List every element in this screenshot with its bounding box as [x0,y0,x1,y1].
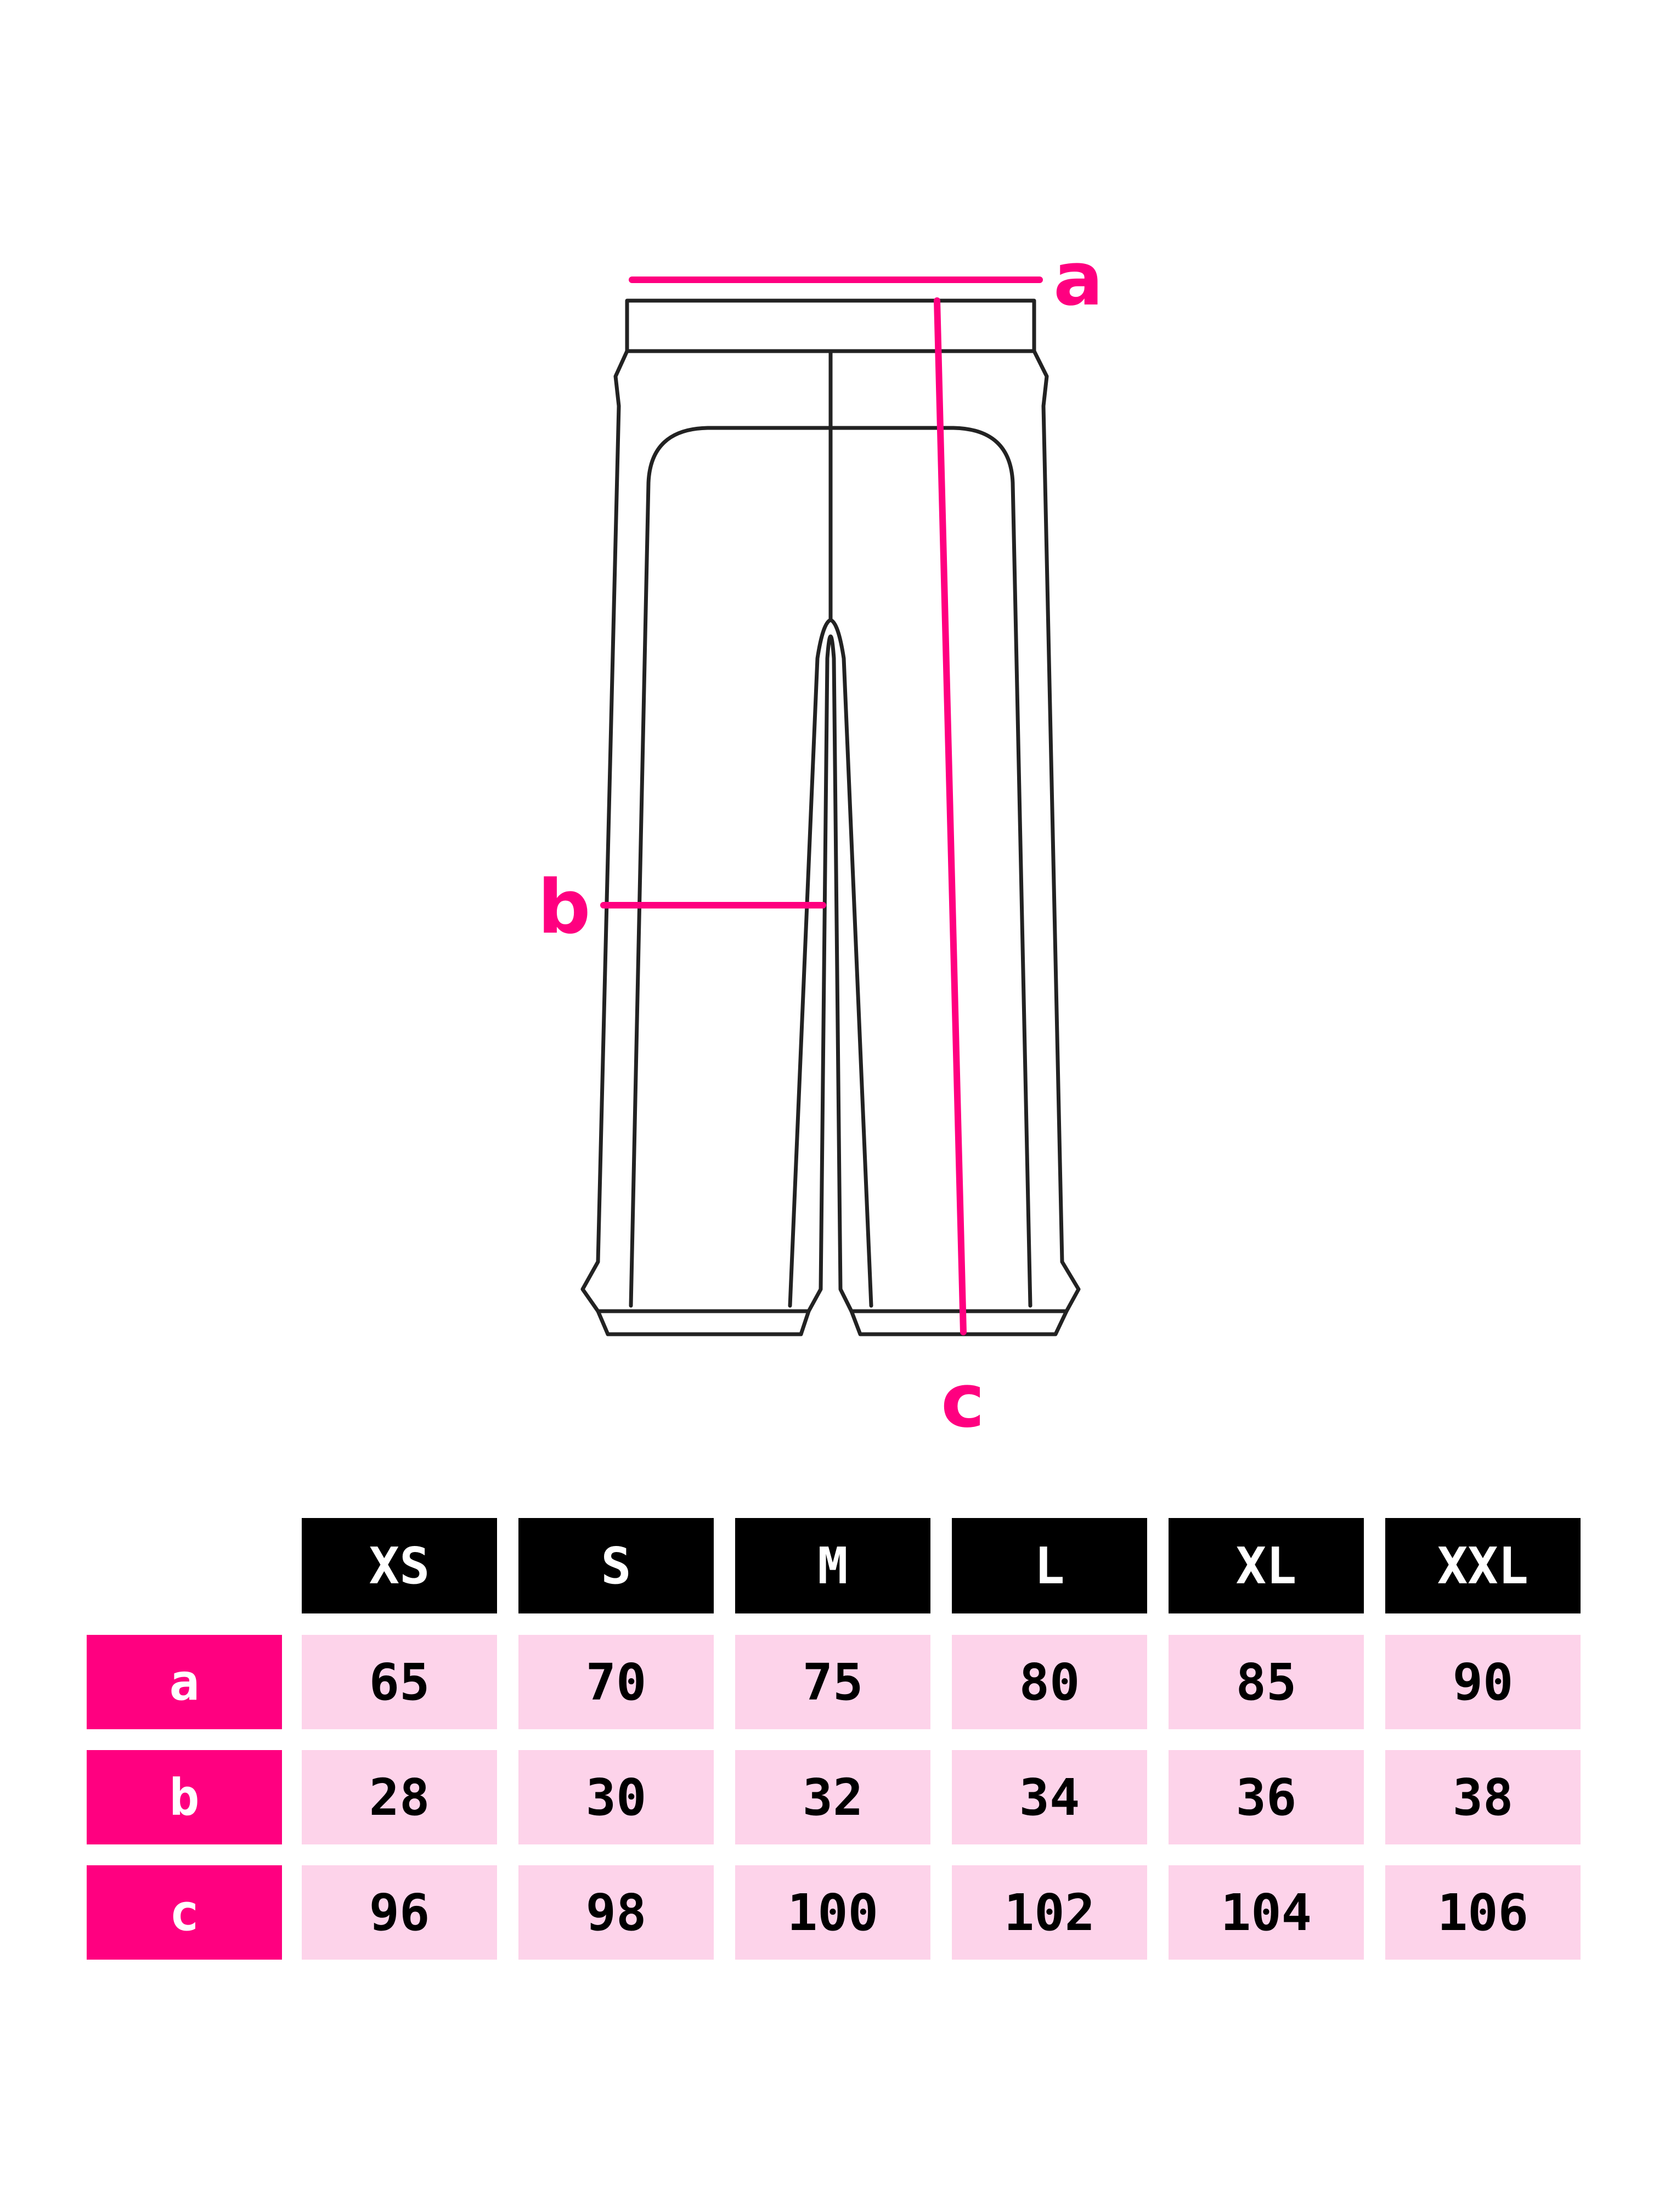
table-cell: 65 [302,1635,497,1729]
inner-leg-line-right [828,618,873,1308]
waistband [625,298,1036,353]
table-cell: 70 [518,1635,714,1729]
pants-silhouette [580,349,1081,1313]
table-cell: 38 [1385,1750,1581,1844]
measurement-lines [600,276,1043,1335]
table-cell: 96 [302,1865,497,1960]
table-cell: 102 [952,1865,1147,1960]
table-cell: 32 [735,1750,930,1844]
table-cell: 36 [1169,1750,1364,1844]
row-label-b: b [87,1750,282,1844]
table-cell: 28 [302,1750,497,1844]
size-header-l: L [952,1518,1147,1613]
table-cell: 75 [735,1635,930,1729]
table-cell: 104 [1169,1865,1364,1960]
table-cell: 34 [952,1750,1147,1844]
measure-label-c: c [941,1358,985,1444]
table-cell: 90 [1385,1635,1581,1729]
row-label-a: a [87,1635,282,1729]
measure-line-c [934,297,967,1335]
size-header-xl: XL [1169,1518,1364,1613]
size-header-s: S [518,1518,714,1613]
inner-leg-line-left [788,618,833,1308]
pants-measurement-diagram: a b c [538,236,1103,1444]
size-header-xxl: XXL [1385,1518,1581,1613]
table-cell: 30 [518,1750,714,1844]
table-cell: 106 [1385,1865,1581,1960]
cuff-right [849,1309,1069,1336]
row-label-c: c [87,1865,282,1960]
size-header-m: M [735,1518,930,1613]
table-cell: 80 [952,1635,1147,1729]
table-cell: 98 [518,1865,714,1960]
pants-outline [580,298,1081,1336]
cuff-left [596,1309,811,1336]
table-corner [87,1518,282,1613]
table-cell: 85 [1169,1635,1364,1729]
size-header-xs: XS [302,1518,497,1613]
measure-label-a: a [1053,236,1103,322]
measurement-labels: a b c [538,236,1103,1444]
pocket-yoke-line [629,426,1032,1308]
table-cell: 100 [735,1865,930,1960]
measure-label-b: b [538,864,591,950]
